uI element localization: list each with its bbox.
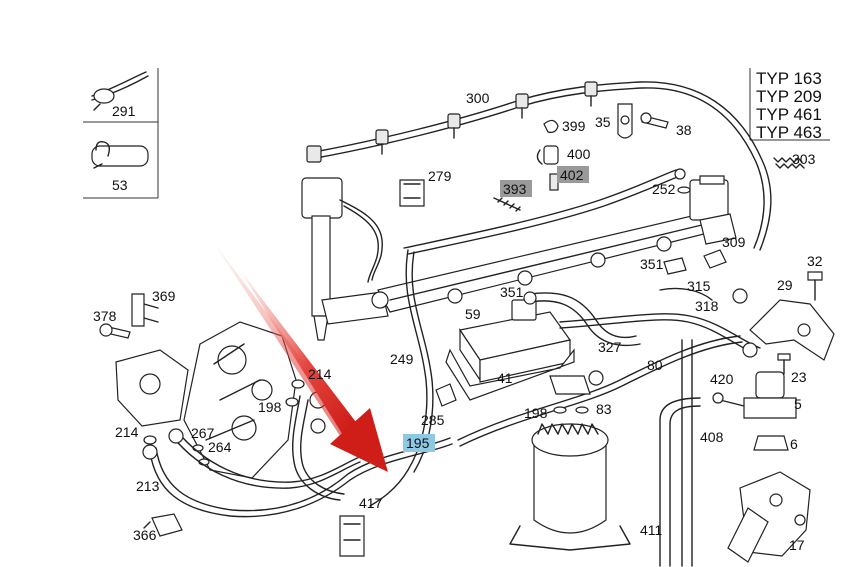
type-163: TYP 163 [756,69,822,88]
label-303: 303 [792,151,816,167]
label-300: 300 [466,90,490,106]
pointer-arrow [212,240,388,472]
label-53: 53 [112,177,128,193]
label-400: 400 [567,146,591,162]
high-pressure-pump [183,321,297,479]
label-315: 315 [687,278,711,294]
label-399: 399 [562,118,586,134]
cable-tie-icon [91,71,149,111]
label-327: 327 [598,339,622,355]
label-198b: 198 [524,405,548,421]
seal-198b [553,406,589,414]
label-29: 29 [777,277,793,293]
label-420: 420 [710,371,734,387]
screw-23 [777,353,791,375]
fuel-filter-59 [445,299,575,401]
hoses-right [457,249,761,447]
label-267: 267 [191,425,215,441]
label-214b: 214 [115,424,139,440]
screw-38 [640,112,669,129]
fuel-rail [377,168,737,313]
o-ring-252 [677,186,691,194]
label-285: 285 [421,412,445,428]
label-6: 6 [790,436,798,452]
thermostat-housing-17 [727,471,811,563]
label-38: 38 [676,122,692,138]
type-463: TYP 463 [756,123,822,142]
label-41: 41 [497,370,513,386]
label-366: 366 [133,527,157,543]
clamp-35 [617,103,633,139]
label-402: 402 [560,167,584,183]
clip-417 [339,515,365,557]
label-351a: 351 [640,256,664,272]
pipe-408 [659,339,701,567]
label-198a: 198 [258,399,282,415]
label-309: 309 [722,234,746,250]
label-252: 252 [652,181,676,197]
label-23: 23 [791,369,807,385]
label-35: 35 [595,114,611,130]
highlight-393 [500,180,532,197]
type-209: TYP 209 [756,87,822,106]
legend-box-53: 53 [91,140,149,193]
valve-5 [712,371,797,419]
label-195: 195 [406,435,430,451]
bolt-32 [807,271,823,301]
legend-box-291: 291 [83,68,159,199]
bracket-369 [131,293,159,327]
type-461: TYP 461 [756,105,822,124]
filter-housing [509,423,631,551]
clip-399 [543,119,559,133]
bracket-29 [749,299,835,361]
label-213: 213 [136,478,160,494]
spring-303 [773,157,805,169]
label-214a: 214 [308,366,332,382]
label-411: 411 [640,522,663,538]
injector [301,177,389,341]
fitting-402 [549,173,559,191]
label-32: 32 [807,253,823,269]
label-59: 59 [465,306,481,322]
label-369: 369 [152,288,176,304]
label-291: 291 [112,103,136,119]
label-279: 279 [428,168,452,184]
clip-366 [143,513,183,537]
pressure-regulator [115,349,189,427]
bracket-279 [399,179,425,207]
label-318: 318 [695,298,719,314]
highlight-195 [403,434,435,452]
label-378: 378 [93,308,117,324]
type-box: TYP 163 TYP 209 TYP 461 TYP 463 [749,68,830,142]
label-5: 5 [794,396,802,412]
clip-400 [536,145,559,165]
screw-378 [99,323,131,339]
label-264: 264 [208,439,232,455]
label-83: 83 [596,401,612,417]
shim-393 [493,197,521,212]
label-351b: 351 [500,284,524,300]
highlight-402 [557,166,589,183]
label-80: 80 [647,357,663,373]
label-393: 393 [503,181,527,197]
hose-clip-icon [91,140,149,169]
seal-6 [753,435,789,451]
return-hose-300 [306,81,772,251]
label-249: 249 [390,351,414,367]
label-17: 17 [789,537,805,553]
label-408: 408 [700,429,724,445]
label-417: 417 [359,495,383,511]
